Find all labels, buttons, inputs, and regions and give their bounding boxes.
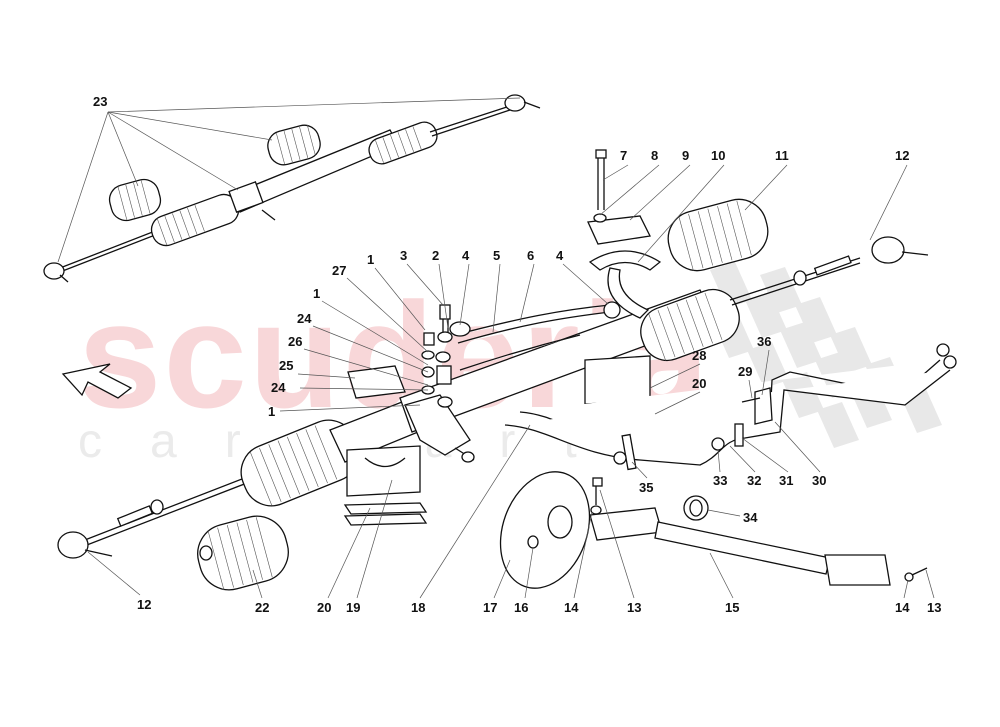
callout-20-left[interactable]: 20 xyxy=(317,600,331,615)
callout-8[interactable]: 8 xyxy=(651,148,658,163)
callout-4-left[interactable]: 4 xyxy=(462,248,470,263)
callout-4-right[interactable]: 4 xyxy=(556,248,564,263)
callout-17[interactable]: 17 xyxy=(483,600,497,615)
callout-31[interactable]: 31 xyxy=(779,473,793,488)
inset-assembled-rack xyxy=(43,94,541,283)
callout-1-lower[interactable]: 1 xyxy=(268,404,275,419)
callout-28[interactable]: 28 xyxy=(692,348,706,363)
callout-3[interactable]: 3 xyxy=(400,248,407,263)
steering-column xyxy=(499,471,928,589)
callout-24-upper[interactable]: 24 xyxy=(297,311,312,326)
callout-10[interactable]: 10 xyxy=(711,148,725,163)
callout-19[interactable]: 19 xyxy=(346,600,360,615)
callout-18[interactable]: 18 xyxy=(411,600,425,615)
callout-13-right[interactable]: 13 xyxy=(927,600,941,615)
hydraulic-lines xyxy=(504,343,957,471)
main-steering-rack xyxy=(57,149,929,591)
callout-14-left[interactable]: 14 xyxy=(564,600,579,615)
callout-36[interactable]: 36 xyxy=(757,334,771,349)
callout-6[interactable]: 6 xyxy=(527,248,534,263)
callout-2[interactable]: 2 xyxy=(432,248,439,263)
callout-12-right[interactable]: 12 xyxy=(895,148,909,163)
arrow-up-left-icon xyxy=(61,363,133,399)
callout-labels: 23 7 8 9 10 11 12 1 3 2 4 5 6 4 27 1 24 … xyxy=(93,94,941,615)
callout-33[interactable]: 33 xyxy=(713,473,727,488)
callout-9[interactable]: 9 xyxy=(682,148,689,163)
callout-32[interactable]: 32 xyxy=(747,473,761,488)
callout-13-left[interactable]: 13 xyxy=(627,600,641,615)
callout-22[interactable]: 22 xyxy=(255,600,269,615)
callout-11[interactable]: 11 xyxy=(775,148,789,163)
callout-12-left[interactable]: 12 xyxy=(137,597,151,612)
callout-14-right[interactable]: 14 xyxy=(895,600,910,615)
callout-1-mid[interactable]: 1 xyxy=(313,286,320,301)
callout-34[interactable]: 34 xyxy=(743,510,758,525)
callout-26[interactable]: 26 xyxy=(288,334,302,349)
callout-16[interactable]: 16 xyxy=(514,600,528,615)
callout-1-top[interactable]: 1 xyxy=(367,252,374,267)
callout-24-lower[interactable]: 24 xyxy=(271,380,286,395)
callout-20-right[interactable]: 20 xyxy=(692,376,706,391)
callout-30[interactable]: 30 xyxy=(812,473,826,488)
callout-7[interactable]: 7 xyxy=(620,148,627,163)
callout-5[interactable]: 5 xyxy=(493,248,500,263)
callout-23[interactable]: 23 xyxy=(93,94,107,109)
callout-29[interactable]: 29 xyxy=(738,364,752,379)
callout-35[interactable]: 35 xyxy=(639,480,653,495)
callout-27[interactable]: 27 xyxy=(332,263,346,278)
callout-25[interactable]: 25 xyxy=(279,358,293,373)
left-tie-rod-end xyxy=(57,531,89,559)
leader-lines xyxy=(87,164,935,599)
right-tie-rod-end xyxy=(871,236,905,264)
callout-15[interactable]: 15 xyxy=(725,600,739,615)
